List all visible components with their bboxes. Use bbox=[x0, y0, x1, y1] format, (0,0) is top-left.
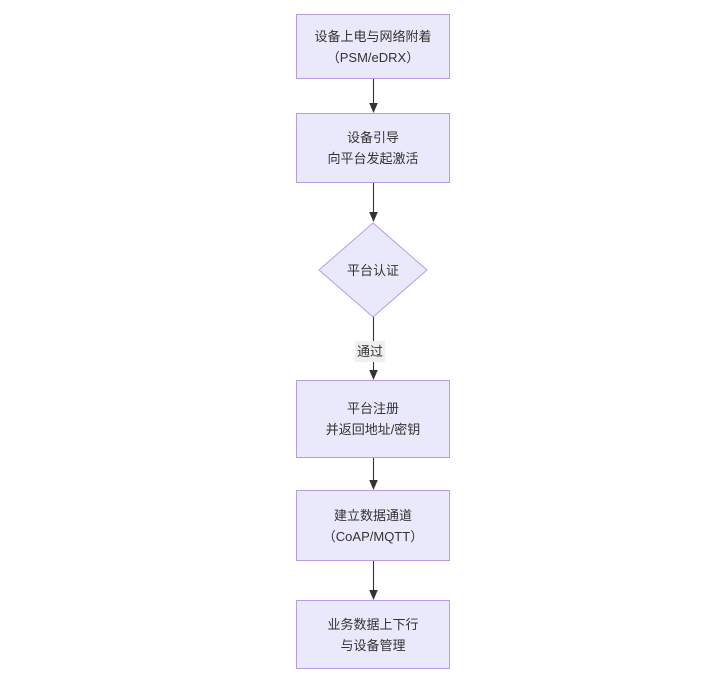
node-device-bootstrap[interactable]: 设备引导 向平台发起激活 bbox=[296, 113, 450, 183]
node-boot-line2: 向平台发起激活 bbox=[327, 151, 419, 166]
edge-power-to-boot bbox=[363, 78, 384, 115]
node-power-line1: 设备上电与网络附着 bbox=[314, 28, 432, 44]
edge-channel-to-data bbox=[363, 561, 384, 602]
node-data-line2: 与设备管理 bbox=[340, 637, 406, 653]
node-channel-line2: （CoAP/MQTT） bbox=[322, 528, 424, 544]
node-data-line1: 业务数据上下行 bbox=[327, 616, 419, 632]
node-business-data[interactable]: 业务数据上下行 与设备管理 bbox=[296, 600, 450, 669]
edge-boot-to-auth bbox=[363, 182, 384, 224]
node-platform-registration[interactable]: 平台注册 并返回地址/密钥 bbox=[296, 380, 450, 458]
node-register-line1: 平台注册 bbox=[346, 401, 399, 416]
node-auth-label: 平台认证 bbox=[346, 262, 399, 278]
node-boot-line1: 设备引导 bbox=[346, 130, 399, 145]
edge-label-pass: 通过 bbox=[355, 341, 386, 362]
node-register-line2: 并返回地址/密钥 bbox=[325, 422, 421, 437]
node-power-line2: （PSM/eDRX） bbox=[326, 49, 420, 65]
node-platform-authentication[interactable]: 平台认证 bbox=[318, 222, 428, 318]
edge-register-to-channel bbox=[363, 458, 384, 492]
node-data-channel[interactable]: 建立数据通道 （CoAP/MQTT） bbox=[296, 490, 450, 561]
node-device-power-on[interactable]: 设备上电与网络附着 （PSM/eDRX） bbox=[296, 14, 450, 79]
diamond-shape bbox=[318, 222, 428, 318]
node-channel-line1: 建立数据通道 bbox=[333, 507, 412, 523]
